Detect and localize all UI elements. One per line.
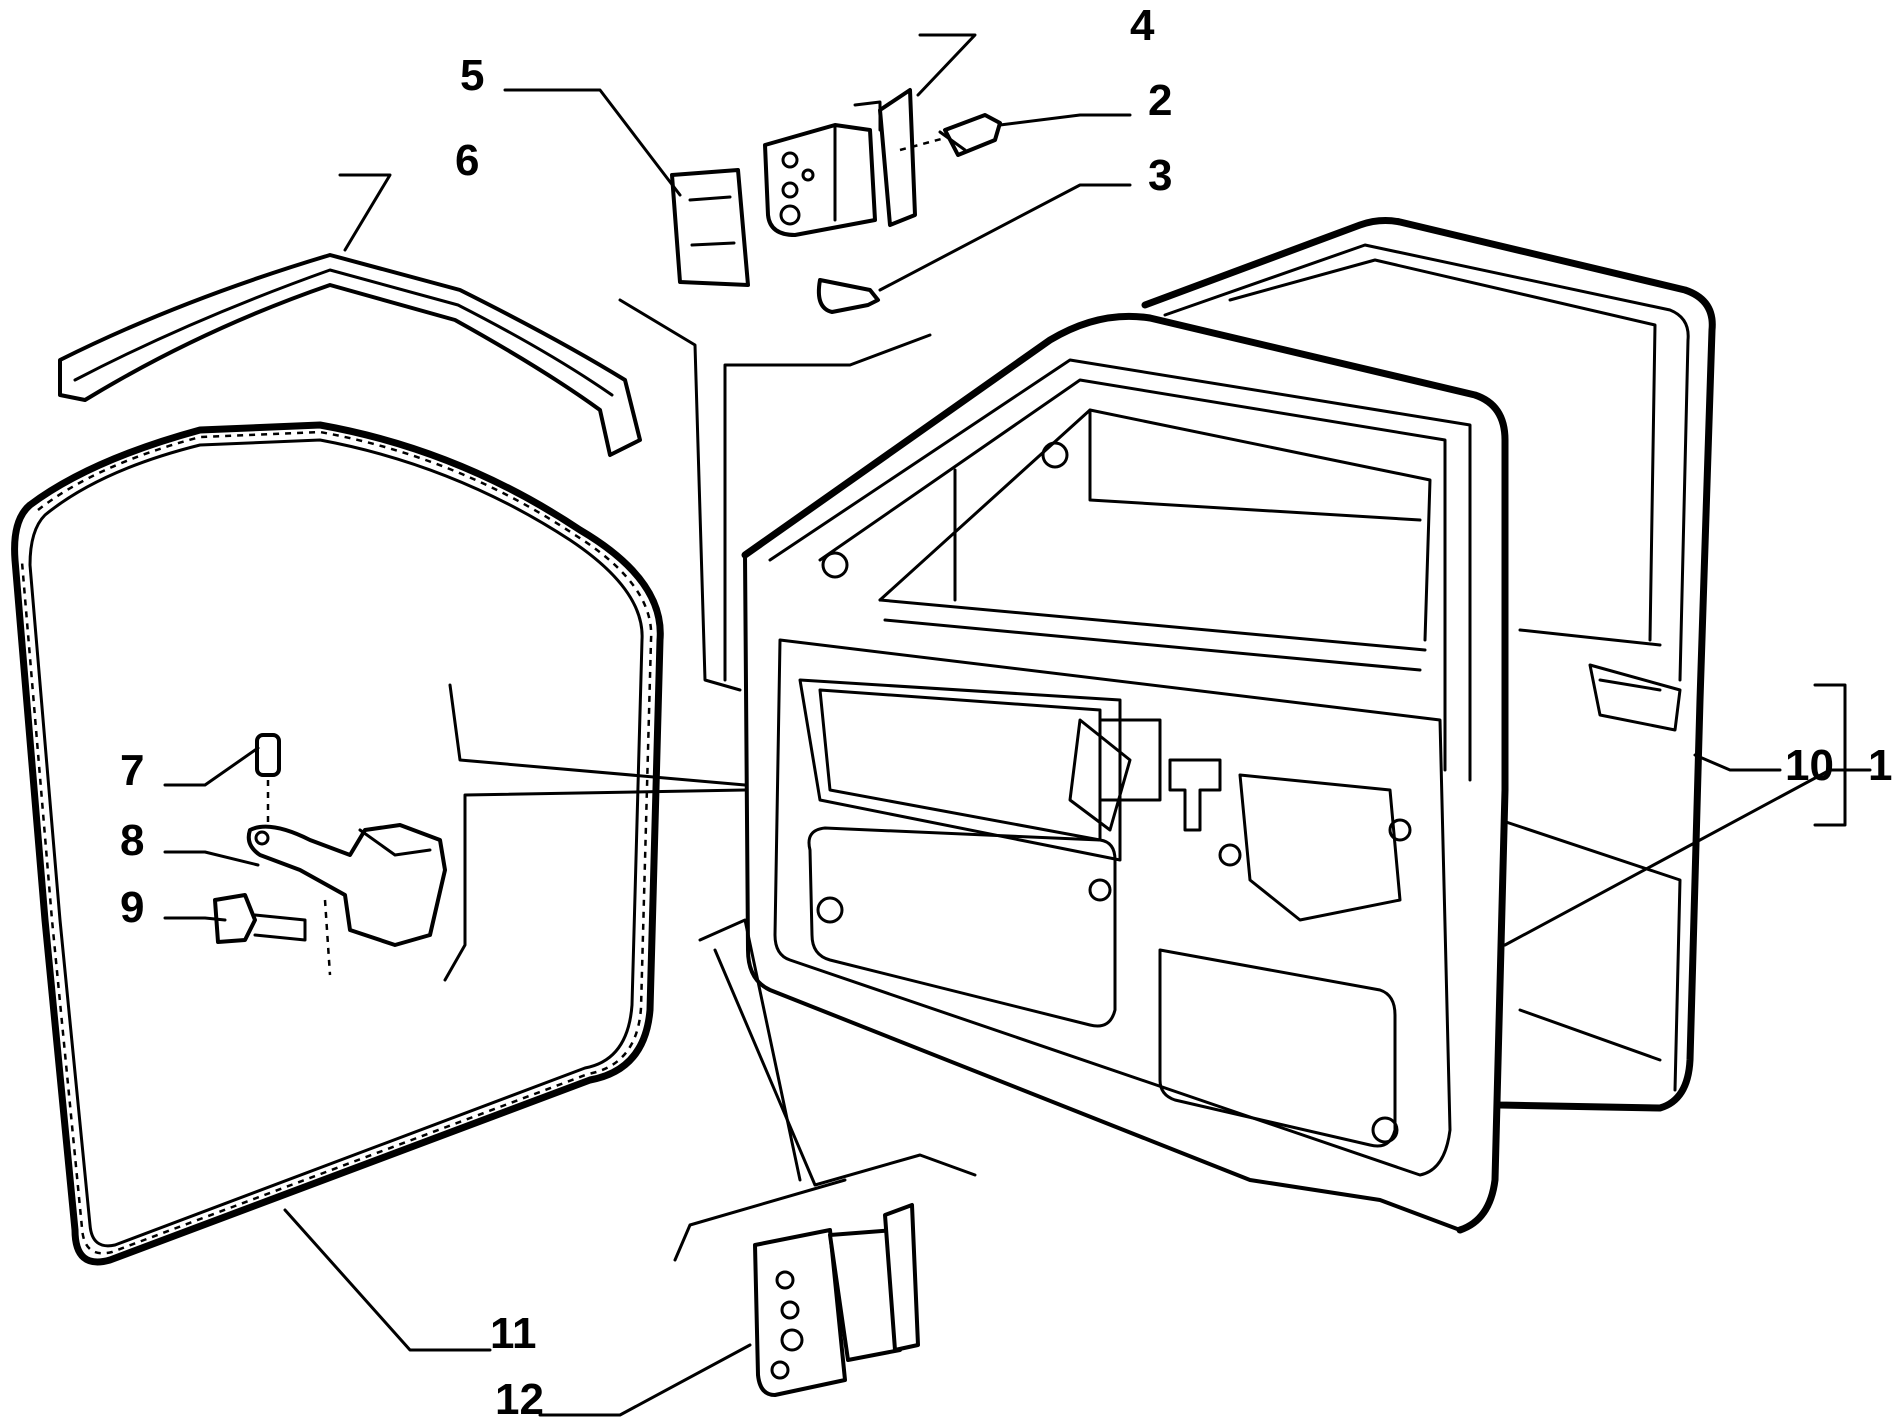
door-inner-frame	[741, 312, 1509, 1234]
check-strap	[213, 733, 447, 976]
outer-door-panel	[1141, 217, 1716, 1112]
hinge-shim	[670, 168, 750, 287]
label-part-8: 8	[120, 816, 144, 865]
door-seal	[11, 421, 664, 1266]
label-part-6: 6	[455, 136, 479, 185]
label-part-10: 10	[1785, 741, 1834, 790]
screw-part-3	[816, 278, 880, 314]
label-part-11: 11	[490, 1309, 537, 1358]
part-labels: 4 5 2 6 3 7 8 9 10 1 11 12	[120, 1, 1892, 1418]
bolt-part-2	[899, 113, 1002, 157]
label-part-2: 2	[1148, 76, 1172, 125]
leader-lines	[163, 33, 1872, 1417]
upper-hinge	[763, 88, 917, 237]
label-part-5: 5	[460, 51, 484, 100]
lower-hinge	[753, 1203, 920, 1397]
upper-trim-strip	[58, 253, 642, 457]
label-part-3: 3	[1148, 151, 1172, 200]
label-part-1: 1	[1868, 741, 1892, 790]
label-part-12: 12	[495, 1375, 544, 1418]
label-part-9: 9	[120, 883, 144, 932]
label-part-4: 4	[1130, 1, 1155, 50]
label-part-7: 7	[120, 746, 144, 795]
